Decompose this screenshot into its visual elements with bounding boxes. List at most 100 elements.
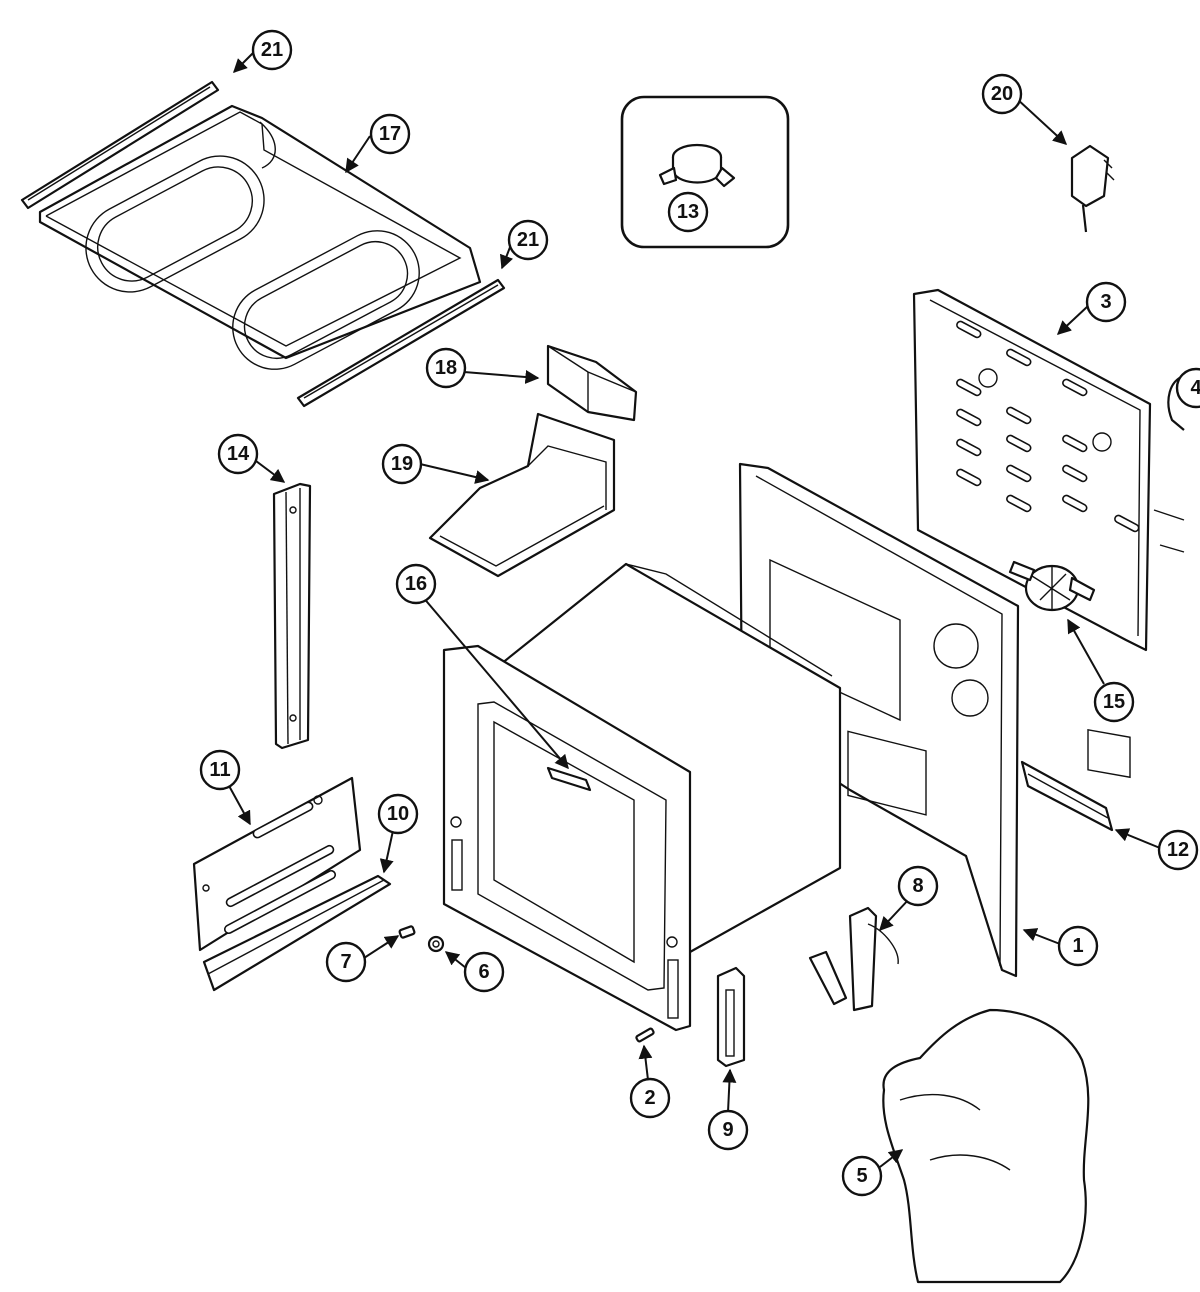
callout-circle (325, 941, 367, 983)
callout-12: 12 (1157, 829, 1199, 871)
callout-circle (667, 191, 709, 233)
callout-label: 19 (391, 453, 413, 475)
part-17-cooktop-tray (38, 104, 482, 370)
part-14-vertical-channel (272, 482, 312, 750)
callout-circle (369, 113, 411, 155)
callout-16: 16 (395, 563, 437, 605)
callout-circle (199, 749, 241, 791)
part-19-flue (428, 412, 616, 578)
callout-circle (841, 1155, 883, 1197)
callout-label: 16 (405, 573, 427, 595)
part-2-screw (635, 1027, 655, 1043)
vent-slot (1062, 464, 1088, 483)
callout-label: 14 (227, 443, 250, 465)
part-13-switch-inset (620, 95, 790, 249)
part-21-top-trim (20, 80, 220, 210)
part-10-angle-strip (202, 874, 392, 992)
callout-circle (463, 951, 505, 993)
part-5-insulation (882, 1008, 1090, 1284)
callout-2: 2 (629, 1077, 671, 1119)
part-7-screw (398, 925, 416, 939)
callout-9: 9 (707, 1109, 749, 1151)
callout-label: 20 (991, 83, 1013, 105)
callout-label: 21 (517, 229, 539, 251)
vent-slot (956, 468, 982, 487)
vent-slot (1062, 378, 1088, 397)
callout-13: 13 (667, 191, 709, 233)
callout-circle (981, 73, 1023, 115)
vent-slot (956, 438, 982, 457)
part-20-cord-plug (1070, 144, 1115, 233)
callout-1: 1 (1057, 925, 1099, 967)
part-6-grommet (427, 935, 445, 953)
callout-19: 19 (381, 443, 423, 485)
callout-8: 8 (897, 865, 939, 907)
oven-cavity (442, 562, 842, 1032)
callout-circle (1085, 281, 1127, 323)
callout-20: 20 (981, 73, 1023, 115)
callout-6: 6 (463, 951, 505, 993)
callout-17: 17 (369, 113, 411, 155)
callout-circle (217, 433, 259, 475)
callout-label: 8 (912, 875, 923, 897)
vent-slot (1062, 494, 1088, 513)
vent-slot (1006, 406, 1032, 425)
callout-circle (381, 443, 423, 485)
part-4-side-panel (1153, 374, 1185, 553)
vent-slot (1006, 434, 1032, 453)
callout-label: 4 (1190, 377, 1200, 399)
callout-label: 18 (435, 357, 457, 379)
callout-14: 14 (217, 433, 259, 475)
leader-lines (227, 51, 1161, 1171)
callout-circle (1175, 367, 1200, 409)
callout-circle (1157, 829, 1199, 871)
callout-circle (1093, 681, 1135, 723)
vent-slot (956, 408, 982, 427)
callout-18: 18 (425, 347, 467, 389)
part-18-vent-duct (546, 344, 638, 422)
vent-slot (1114, 514, 1140, 533)
callout-21: 21 (507, 219, 549, 261)
callout-4: 4 (1175, 367, 1200, 409)
callout-7: 7 (325, 941, 367, 983)
callout-label: 13 (677, 201, 699, 223)
callout-label: 10 (387, 803, 409, 825)
callout-21: 21 (251, 29, 293, 71)
callout-circle (425, 347, 467, 389)
callout-circle (897, 865, 939, 907)
callout-circle (1057, 925, 1099, 967)
callout-label: 11 (209, 759, 230, 781)
callout-circle (395, 563, 437, 605)
callout-label: 2 (644, 1087, 655, 1109)
part-8-door-hinge (808, 906, 899, 1012)
callout-label: 12 (1167, 839, 1189, 861)
callout-label: 9 (722, 1119, 733, 1141)
callout-label: 17 (379, 123, 401, 145)
callout-circle (377, 793, 419, 835)
vent-slot (1006, 348, 1032, 367)
part-9-hinge-receiver (716, 966, 746, 1068)
part-3-rear-panel (912, 288, 1152, 779)
callout-circle (507, 219, 549, 261)
callout-10: 10 (377, 793, 419, 835)
callout-label: 6 (478, 961, 489, 983)
vent-slot (956, 378, 982, 397)
callout-label: 15 (1103, 691, 1125, 713)
vent-slot (956, 320, 982, 339)
part-15-fan-motor (1008, 560, 1096, 612)
callout-15: 15 (1093, 681, 1135, 723)
callout-11: 11 (199, 749, 241, 791)
callout-circle (707, 1109, 749, 1151)
callout-3: 3 (1085, 281, 1127, 323)
callout-label: 21 (261, 39, 283, 61)
vent-slot (1006, 494, 1032, 513)
callout-label: 1 (1072, 935, 1083, 957)
callout-label: 5 (856, 1165, 867, 1187)
callout-circle (629, 1077, 671, 1119)
part-12-bracket (1020, 760, 1114, 832)
vent-slot (1062, 434, 1088, 453)
callout-circle (251, 29, 293, 71)
part-21-lower-trim (296, 278, 506, 408)
vent-slot (1006, 464, 1032, 483)
